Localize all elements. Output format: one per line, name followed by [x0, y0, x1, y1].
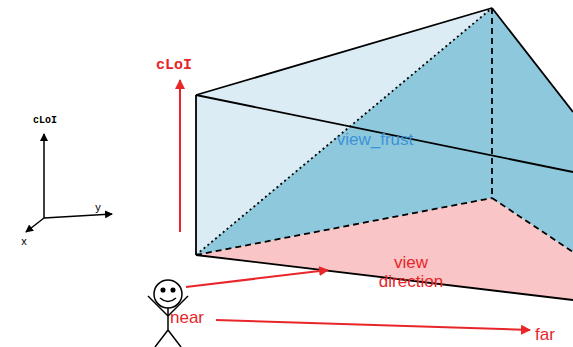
frustum-edges	[196, 8, 573, 300]
axes	[26, 134, 112, 232]
axis-label: cLoI	[33, 115, 57, 126]
red-arrows	[180, 80, 530, 330]
vector-label: near	[170, 309, 204, 328]
vector-label: far	[535, 326, 555, 345]
volume-label: view_frust	[337, 131, 414, 150]
side-face	[196, 8, 573, 255]
vector-label: cLoI	[156, 58, 192, 75]
vector-label: view direction	[366, 254, 456, 291]
axis-label: y	[95, 201, 101, 213]
axis-label: x	[21, 235, 27, 247]
